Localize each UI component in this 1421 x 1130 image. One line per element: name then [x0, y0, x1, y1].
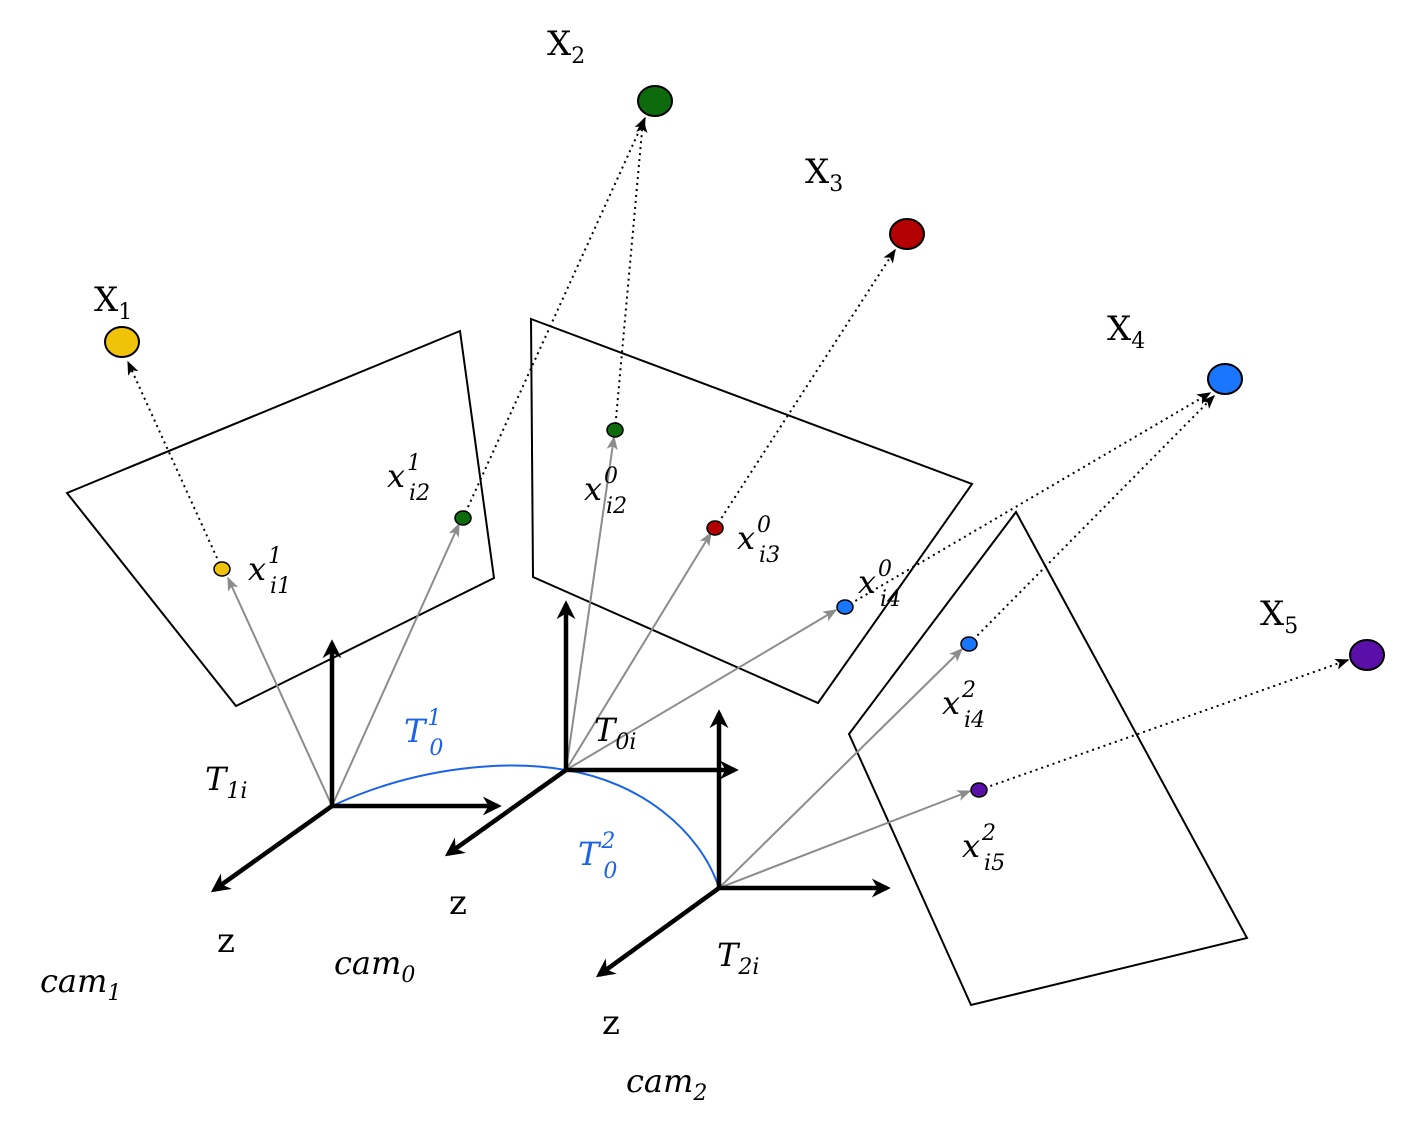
label-t2i: T2i	[717, 936, 759, 980]
backproj-x1-cam1	[127, 360, 223, 570]
label-x3: X3	[805, 152, 843, 197]
world-point-x1	[104, 326, 140, 358]
label-z-cam1: z	[217, 921, 235, 961]
label-cam0: cam0	[334, 944, 415, 988]
world-point-x5	[1349, 639, 1385, 671]
label-t0i: T0i	[594, 711, 636, 755]
ray-cam1-x1	[227, 576, 333, 807]
axes-cam0	[444, 600, 739, 857]
ray-cam2-x4	[718, 648, 963, 889]
image-point-x-i4-2	[960, 636, 978, 652]
image-point-x-i3-0	[706, 520, 724, 536]
world-point-x3	[889, 218, 925, 250]
transform-arc	[331, 764, 720, 889]
axes-cam2	[595, 709, 891, 978]
label-cam1: cam1	[40, 962, 121, 1006]
label-z-cam0: z	[449, 883, 467, 923]
image-plane-cam2	[847, 510, 1249, 1007]
backproj-x4-cam2	[968, 395, 1215, 645]
ray-cam0-x2	[565, 435, 618, 771]
label-x5: X5	[1260, 594, 1298, 639]
backproj-x2-cam0	[614, 118, 648, 431]
image-point-x-i2-0	[606, 422, 624, 438]
label-x4: X4	[1107, 309, 1145, 354]
axis-z-cam0	[444, 768, 568, 857]
world-point-x4	[1207, 363, 1243, 395]
axis-z-cam2	[595, 886, 721, 978]
image-point-x-i1-1	[213, 561, 231, 577]
label-x1: X1	[94, 280, 132, 325]
ray-cam2-x5	[718, 790, 972, 889]
backproj-x4-cam0	[844, 392, 1212, 608]
label-cam2: cam2	[626, 1062, 707, 1106]
ray-cam0-x4	[565, 609, 838, 771]
image-point-x-i2-1	[454, 510, 472, 526]
image-point-x-i4-0	[836, 599, 854, 615]
backproj-x5-cam2	[978, 658, 1350, 791]
backproj-x2-cam1	[462, 116, 646, 519]
axis-z-cam1	[210, 804, 334, 893]
world-point-x2	[637, 85, 673, 117]
image-plane-cam0	[529, 317, 974, 705]
label-z-cam2: z	[602, 1003, 620, 1043]
ray-cam1-x2	[331, 522, 460, 807]
ray-cam0-x3	[565, 531, 712, 771]
label-t1i: T1i	[205, 760, 247, 804]
backproj-x3-cam0	[714, 248, 896, 529]
axes-cam1	[210, 639, 502, 893]
image-point-x-i5-2	[970, 782, 988, 798]
label-x2: X2	[547, 24, 585, 69]
image-plane-cam1	[65, 329, 496, 708]
